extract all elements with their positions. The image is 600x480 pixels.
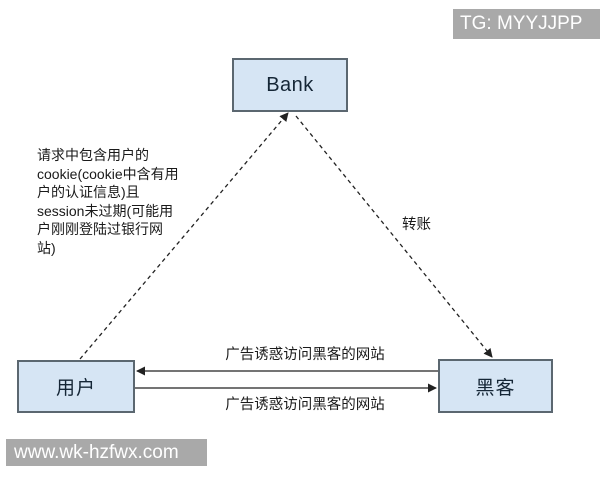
edge-label-hacker-to-user: 广告诱惑访问黑客的网站 <box>225 347 385 363</box>
node-user-label: 用户 <box>55 378 96 399</box>
node-hacker-label: 黑客 <box>475 377 516 399</box>
edge-label-user-to-hacker: 广告诱惑访问黑客的网站 <box>225 397 385 413</box>
node-user: 用户 <box>17 360 135 413</box>
node-bank-label: Bank <box>266 73 314 96</box>
edge-label-bank-to-hacker: 转账 <box>402 217 431 233</box>
watermark-top-right: TG: MYYJJPP <box>453 9 600 39</box>
node-hacker: 黑客 <box>438 359 553 413</box>
node-bank: Bank <box>232 58 348 112</box>
watermark-bottom-left: www.wk-hzfwx.com <box>6 439 207 466</box>
edge-label-user-to-bank: 请求中包含用户的 cookie(cookie中含有用 户的认证信息)且 sess… <box>37 147 179 256</box>
edge-user-to-bank <box>79 112 289 360</box>
edge-bank-to-hacker <box>295 115 493 358</box>
